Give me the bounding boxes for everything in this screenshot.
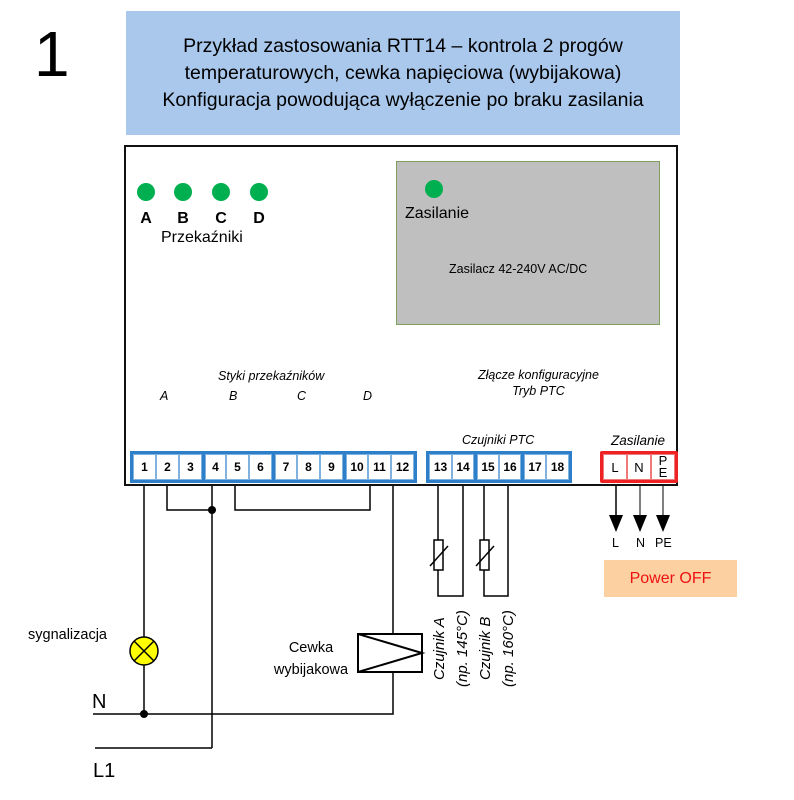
config-connector-caption: Złącze konfiguracyjne Tryb PTC (478, 367, 599, 399)
terminal-group-c: 7 8 9 (272, 451, 346, 483)
terminal-14: 14 (452, 454, 474, 480)
signal-lamp-symbol (129, 636, 159, 666)
coil-label-line-1: Cewka (288, 640, 334, 656)
relays-caption: Przekaźniki (161, 229, 243, 246)
sensor-a-label: Czujnik A (431, 617, 448, 680)
relay-led-c (212, 183, 230, 201)
title-line-2: temperaturowych, cewka napięciowa (wybij… (184, 61, 622, 84)
terminal-2: 2 (156, 454, 179, 480)
terminal-7: 7 (275, 454, 297, 480)
wire-terminal-5-11 (234, 477, 371, 511)
output-label-pe: PE (655, 536, 672, 550)
l1-label: L1 (93, 760, 116, 782)
terminal-11: 11 (368, 454, 391, 480)
config-connector-line-1: Złącze konfiguracyjne (478, 368, 599, 382)
ptc-group-b: 15 16 (474, 451, 524, 483)
arrow-n-icon (633, 515, 647, 532)
terminal-l: L (603, 454, 627, 480)
relay-led-label-b: B (177, 210, 189, 227)
relay-led-label-a: A (140, 210, 152, 227)
terminal-9: 9 (320, 454, 343, 480)
wire-terminal-2 (166, 477, 212, 511)
terminal-4: 4 (205, 454, 226, 480)
contact-label-a: A (160, 389, 169, 403)
relay-led-b (174, 183, 192, 201)
terminal-6: 6 (249, 454, 272, 480)
diagram-number: 1 (34, 18, 70, 90)
power-terminal-strip: L N P E (600, 451, 678, 483)
contact-label-b: B (229, 389, 238, 403)
title-line-3: Konfiguracja powodująca wyłączenie po br… (162, 88, 644, 111)
ptc-sensor-b-symbol (475, 539, 495, 571)
coil-label: Cewka wybijakowa (271, 637, 351, 681)
terminal-8: 8 (297, 454, 320, 480)
power-supply-description: Zasilacz 42-240V AC/DC (449, 262, 588, 276)
terminal-3: 3 (179, 454, 202, 480)
sensor-a-temp: (np. 145°C) (454, 610, 471, 687)
terminal-18: 18 (546, 454, 569, 480)
power-output-arrows (609, 515, 670, 532)
ptc-group-c: 17 18 (521, 451, 572, 483)
power-terminals-caption: Zasilanie (611, 433, 666, 448)
terminal-group-a: 1 2 3 (130, 451, 205, 483)
relay-terminal-strip: 1 2 3 4 5 6 7 8 9 10 11 12 (130, 451, 417, 483)
contact-label-c: C (297, 389, 307, 403)
power-off-status: Power OFF (604, 560, 737, 597)
title-box: Przykład zastosowania RTT14 – kontrola 2… (126, 11, 680, 135)
ptc-group-a: 13 14 (426, 451, 477, 483)
neutral-line (93, 672, 394, 715)
terminal-group-d: 10 11 12 (343, 451, 417, 483)
relay-led-d (250, 183, 268, 201)
output-label-n: N (636, 536, 646, 550)
terminal-pe: P E (651, 454, 675, 480)
lamp-label: sygnalizacja (28, 627, 107, 643)
sensor-b-temp: (np. 160°C) (500, 610, 517, 687)
ptc-sensors-caption: Czujniki PTC (462, 433, 535, 447)
power-led-label: Zasilanie (405, 205, 470, 222)
neutral-label: N (92, 691, 107, 713)
arrow-l-icon (609, 515, 623, 532)
terminal-group-b: 4 5 6 (202, 451, 275, 483)
arrow-pe-icon (656, 515, 670, 532)
trip-coil-symbol (357, 633, 426, 673)
config-connector-line-2: Tryb PTC (512, 384, 565, 398)
relay-led-a (137, 183, 155, 201)
output-label-l: L (612, 536, 619, 550)
terminal-12: 12 (391, 454, 414, 480)
ptc-terminal-strip: 13 14 15 16 17 18 (426, 451, 572, 483)
terminal-15: 15 (477, 454, 499, 480)
power-terminal-group: L N P E (600, 451, 678, 483)
terminal-17: 17 (524, 454, 546, 480)
ptc-sensor-a-symbol (429, 539, 449, 571)
relay-led-label-c: C (215, 210, 227, 227)
terminal-5: 5 (226, 454, 249, 480)
terminal-1: 1 (133, 454, 156, 480)
terminal-13: 13 (429, 454, 452, 480)
terminal-16: 16 (499, 454, 521, 480)
junction-dot (140, 710, 148, 718)
title-line-1: Przykład zastosowania RTT14 – kontrola 2… (183, 34, 623, 57)
power-led (425, 180, 443, 198)
terminal-10: 10 (346, 454, 368, 480)
coil-label-line-2: wybijakowa (273, 662, 349, 678)
relay-contacts-caption: Styki przekaźników (218, 369, 325, 383)
terminal-n: N (627, 454, 651, 480)
contact-label-d: D (363, 389, 373, 403)
junction-dot (208, 506, 216, 514)
relay-led-label-d: D (253, 210, 265, 227)
sensor-b-label: Czujnik B (477, 616, 494, 680)
